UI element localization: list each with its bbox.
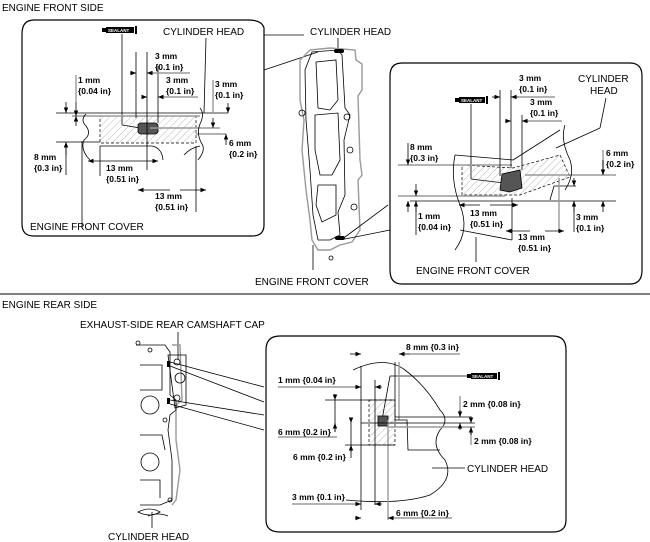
svg-text:CYLINDER HEAD: CYLINDER HEAD bbox=[310, 27, 391, 38]
svg-text:{0.51 in}: {0.51 in} bbox=[155, 202, 189, 212]
svg-text:{0.1 in}: {0.1 in} bbox=[155, 62, 184, 72]
svg-text:CYLINDER: CYLINDER bbox=[578, 74, 629, 85]
front-detail-right-panel: SEALANT CYLINDER HEAD 3 mm {0.1 in bbox=[389, 62, 643, 285]
svg-text:13 mm: 13 mm bbox=[518, 232, 545, 242]
rear-detail-panel: SEALANT 8 mm {0.3 in} 1 mm {0.04 in} 2 bbox=[265, 335, 567, 533]
svg-text:6 mm {0.2 in}: 6 mm {0.2 in} bbox=[278, 427, 332, 437]
front-detail-left-panel: SEALANT CYLINDER HEAD 3 mm {0.1 in} bbox=[21, 19, 319, 237]
svg-text:{0.3 in}: {0.3 in} bbox=[34, 163, 63, 173]
svg-text:ENGINE FRONT COVER: ENGINE FRONT COVER bbox=[255, 277, 369, 288]
svg-text:8 mm {0.3 in}: 8 mm {0.3 in} bbox=[406, 342, 460, 352]
svg-text:13 mm: 13 mm bbox=[470, 208, 497, 218]
svg-text:13 mm: 13 mm bbox=[106, 163, 133, 173]
svg-text:13 mm: 13 mm bbox=[155, 191, 182, 201]
svg-text:3 mm: 3 mm bbox=[155, 51, 178, 61]
engine-front-cover-label: ENGINE FRONT COVER bbox=[30, 222, 144, 233]
svg-text:2 mm {0.08 in}: 2 mm {0.08 in} bbox=[474, 436, 532, 446]
svg-text:1 mm: 1 mm bbox=[418, 211, 441, 221]
svg-text:3 mm: 3 mm bbox=[215, 79, 238, 89]
sealant-point-bottom bbox=[335, 236, 345, 240]
svg-text:3 mm: 3 mm bbox=[519, 73, 542, 83]
svg-text:8 mm: 8 mm bbox=[34, 152, 57, 162]
sealant-tube-icon: SEALANT bbox=[455, 96, 488, 104]
front-section-title: ENGINE FRONT SIDE bbox=[2, 3, 104, 14]
svg-text:{0.2 in}: {0.2 in} bbox=[606, 159, 635, 169]
cylinder-head-label: CYLINDER HEAD bbox=[163, 27, 244, 38]
svg-text:2 mm {0.08 in}: 2 mm {0.08 in} bbox=[463, 399, 521, 409]
svg-text:{0.04 in}: {0.04 in} bbox=[418, 222, 452, 232]
svg-text:6 mm {0.2 in}: 6 mm {0.2 in} bbox=[396, 508, 450, 518]
sealant-tube-icon: SEALANT bbox=[467, 372, 500, 380]
svg-text:{0.1 in}: {0.1 in} bbox=[166, 86, 195, 96]
svg-text:6 mm: 6 mm bbox=[606, 148, 629, 158]
svg-text:{0.3 in}: {0.3 in} bbox=[410, 153, 439, 163]
rear-cylinder-head-overview: CYLINDER HEAD bbox=[108, 332, 265, 542]
svg-text:{0.1 in}: {0.1 in} bbox=[519, 84, 548, 94]
svg-text:6 mm {0.2 in}: 6 mm {0.2 in} bbox=[293, 452, 347, 462]
rear-section-title: ENGINE REAR SIDE bbox=[2, 300, 97, 311]
sealant-point-lower bbox=[167, 398, 170, 404]
svg-text:8 mm: 8 mm bbox=[410, 142, 433, 152]
svg-text:SEALANT: SEALANT bbox=[472, 374, 494, 379]
engine-front-cover-label: ENGINE FRONT COVER bbox=[416, 266, 530, 277]
svg-text:{0.1 in}: {0.1 in} bbox=[576, 223, 605, 233]
sealant-point-top bbox=[334, 49, 344, 53]
cylinder-head-label: CYLINDER HEAD bbox=[108, 532, 189, 542]
svg-text:{0.1 in}: {0.1 in} bbox=[530, 108, 559, 118]
exhaust-camshaft-cap-label: EXHAUST-SIDE REAR CAMSHAFT CAP bbox=[80, 320, 265, 331]
svg-text:{0.2 in}: {0.2 in} bbox=[229, 149, 258, 159]
svg-text:1 mm {0.04 in}: 1 mm {0.04 in} bbox=[278, 375, 336, 385]
svg-text:3 mm: 3 mm bbox=[576, 212, 599, 222]
svg-text:3 mm: 3 mm bbox=[166, 75, 189, 85]
svg-text:HEAD: HEAD bbox=[590, 86, 618, 97]
svg-text:3 mm: 3 mm bbox=[530, 97, 553, 107]
front-cover-overview: CYLINDER HEAD ENGINE FRONT COVER bbox=[255, 27, 391, 288]
svg-text:1 mm: 1 mm bbox=[78, 75, 101, 85]
svg-text:{0.04 in}: {0.04 in} bbox=[78, 86, 112, 96]
svg-text:{0.51 in}: {0.51 in} bbox=[470, 219, 504, 229]
svg-text:{0.51 in}: {0.51 in} bbox=[518, 243, 552, 253]
svg-text:6 mm: 6 mm bbox=[229, 138, 252, 148]
cylinder-head-detail-label: CYLINDER HEAD bbox=[467, 464, 548, 475]
svg-text:SEALANT: SEALANT bbox=[461, 98, 483, 103]
svg-text:3 mm {0.1 in}: 3 mm {0.1 in} bbox=[292, 492, 346, 502]
svg-text:{0.51 in}: {0.51 in} bbox=[106, 174, 140, 184]
svg-text:{0.1 in}: {0.1 in} bbox=[215, 90, 244, 100]
svg-text:SEALANT: SEALANT bbox=[108, 28, 130, 33]
sealant-tube-icon: SEALANT bbox=[102, 26, 137, 34]
sealant-point-upper bbox=[167, 361, 170, 367]
